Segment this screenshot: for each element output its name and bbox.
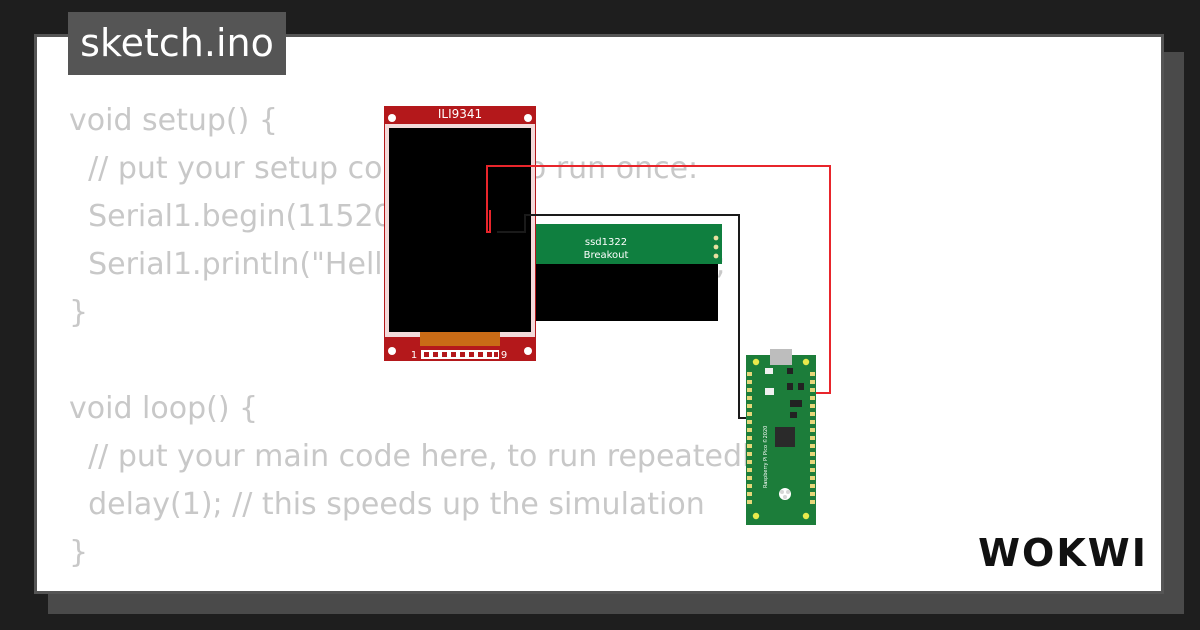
raspberry-pi-pico[interactable]: Raspberry Pi Pico ©2020	[746, 349, 816, 525]
led	[765, 368, 773, 374]
mount-hole	[752, 358, 760, 366]
code-line: }	[69, 535, 89, 570]
mount-hole	[752, 512, 760, 520]
ssd1322-pin	[713, 244, 719, 250]
black-wire[interactable]	[497, 214, 750, 419]
ili9341-ribbon	[420, 332, 500, 346]
ili9341-pin-last: 9	[501, 350, 507, 361]
wokwi-logo-text: WOKWI	[978, 531, 1148, 575]
mount-hole	[388, 347, 396, 355]
ssd1322-pin	[713, 235, 719, 241]
code-line: }	[69, 295, 89, 330]
ili9341-screen	[389, 128, 531, 332]
pico-brand-label: Raspberry Pi Pico ©2020	[762, 426, 769, 488]
ssd1322-board	[520, 224, 722, 264]
chip	[787, 368, 793, 374]
code-line: delay(1); // this speeds up the simulati…	[69, 487, 705, 522]
rp2040-chip	[775, 427, 795, 447]
ili9341-title: ILI9341	[438, 107, 482, 121]
code-line: Serial1.begin(115200);	[69, 199, 434, 234]
chip	[790, 412, 797, 418]
ili9341-display[interactable]: ILI9341 1 9	[384, 106, 536, 361]
ssd1322-sublabel: Breakout	[584, 250, 629, 261]
ili9341-pin-first: 1	[411, 350, 417, 361]
mount-hole	[524, 347, 532, 355]
pico-right-pins	[810, 372, 815, 504]
ssd1322-screen	[520, 264, 718, 321]
file-tab[interactable]: sketch.ino	[68, 12, 286, 75]
ssd1322-pin	[713, 253, 719, 259]
pico-left-pins	[747, 372, 752, 504]
chip	[787, 383, 793, 390]
mount-hole	[802, 358, 810, 366]
mount-hole	[802, 512, 810, 520]
ssd1322-label: ssd1322	[585, 237, 627, 248]
usb-port	[770, 349, 792, 365]
ssd1322-display[interactable]: ssd1322 Breakout	[520, 224, 722, 321]
ili9341-pins	[424, 352, 498, 357]
wokwi-logo: WOKWI	[978, 531, 1148, 575]
mount-hole	[524, 114, 532, 122]
code-line: void loop() {	[69, 391, 259, 426]
bootsel-button	[765, 388, 774, 395]
chip	[790, 400, 802, 407]
code-line: void setup() {	[69, 103, 278, 138]
raspberry-logo	[779, 488, 791, 500]
mount-hole	[388, 114, 396, 122]
chip	[798, 383, 804, 390]
red-wire[interactable]	[486, 165, 831, 394]
